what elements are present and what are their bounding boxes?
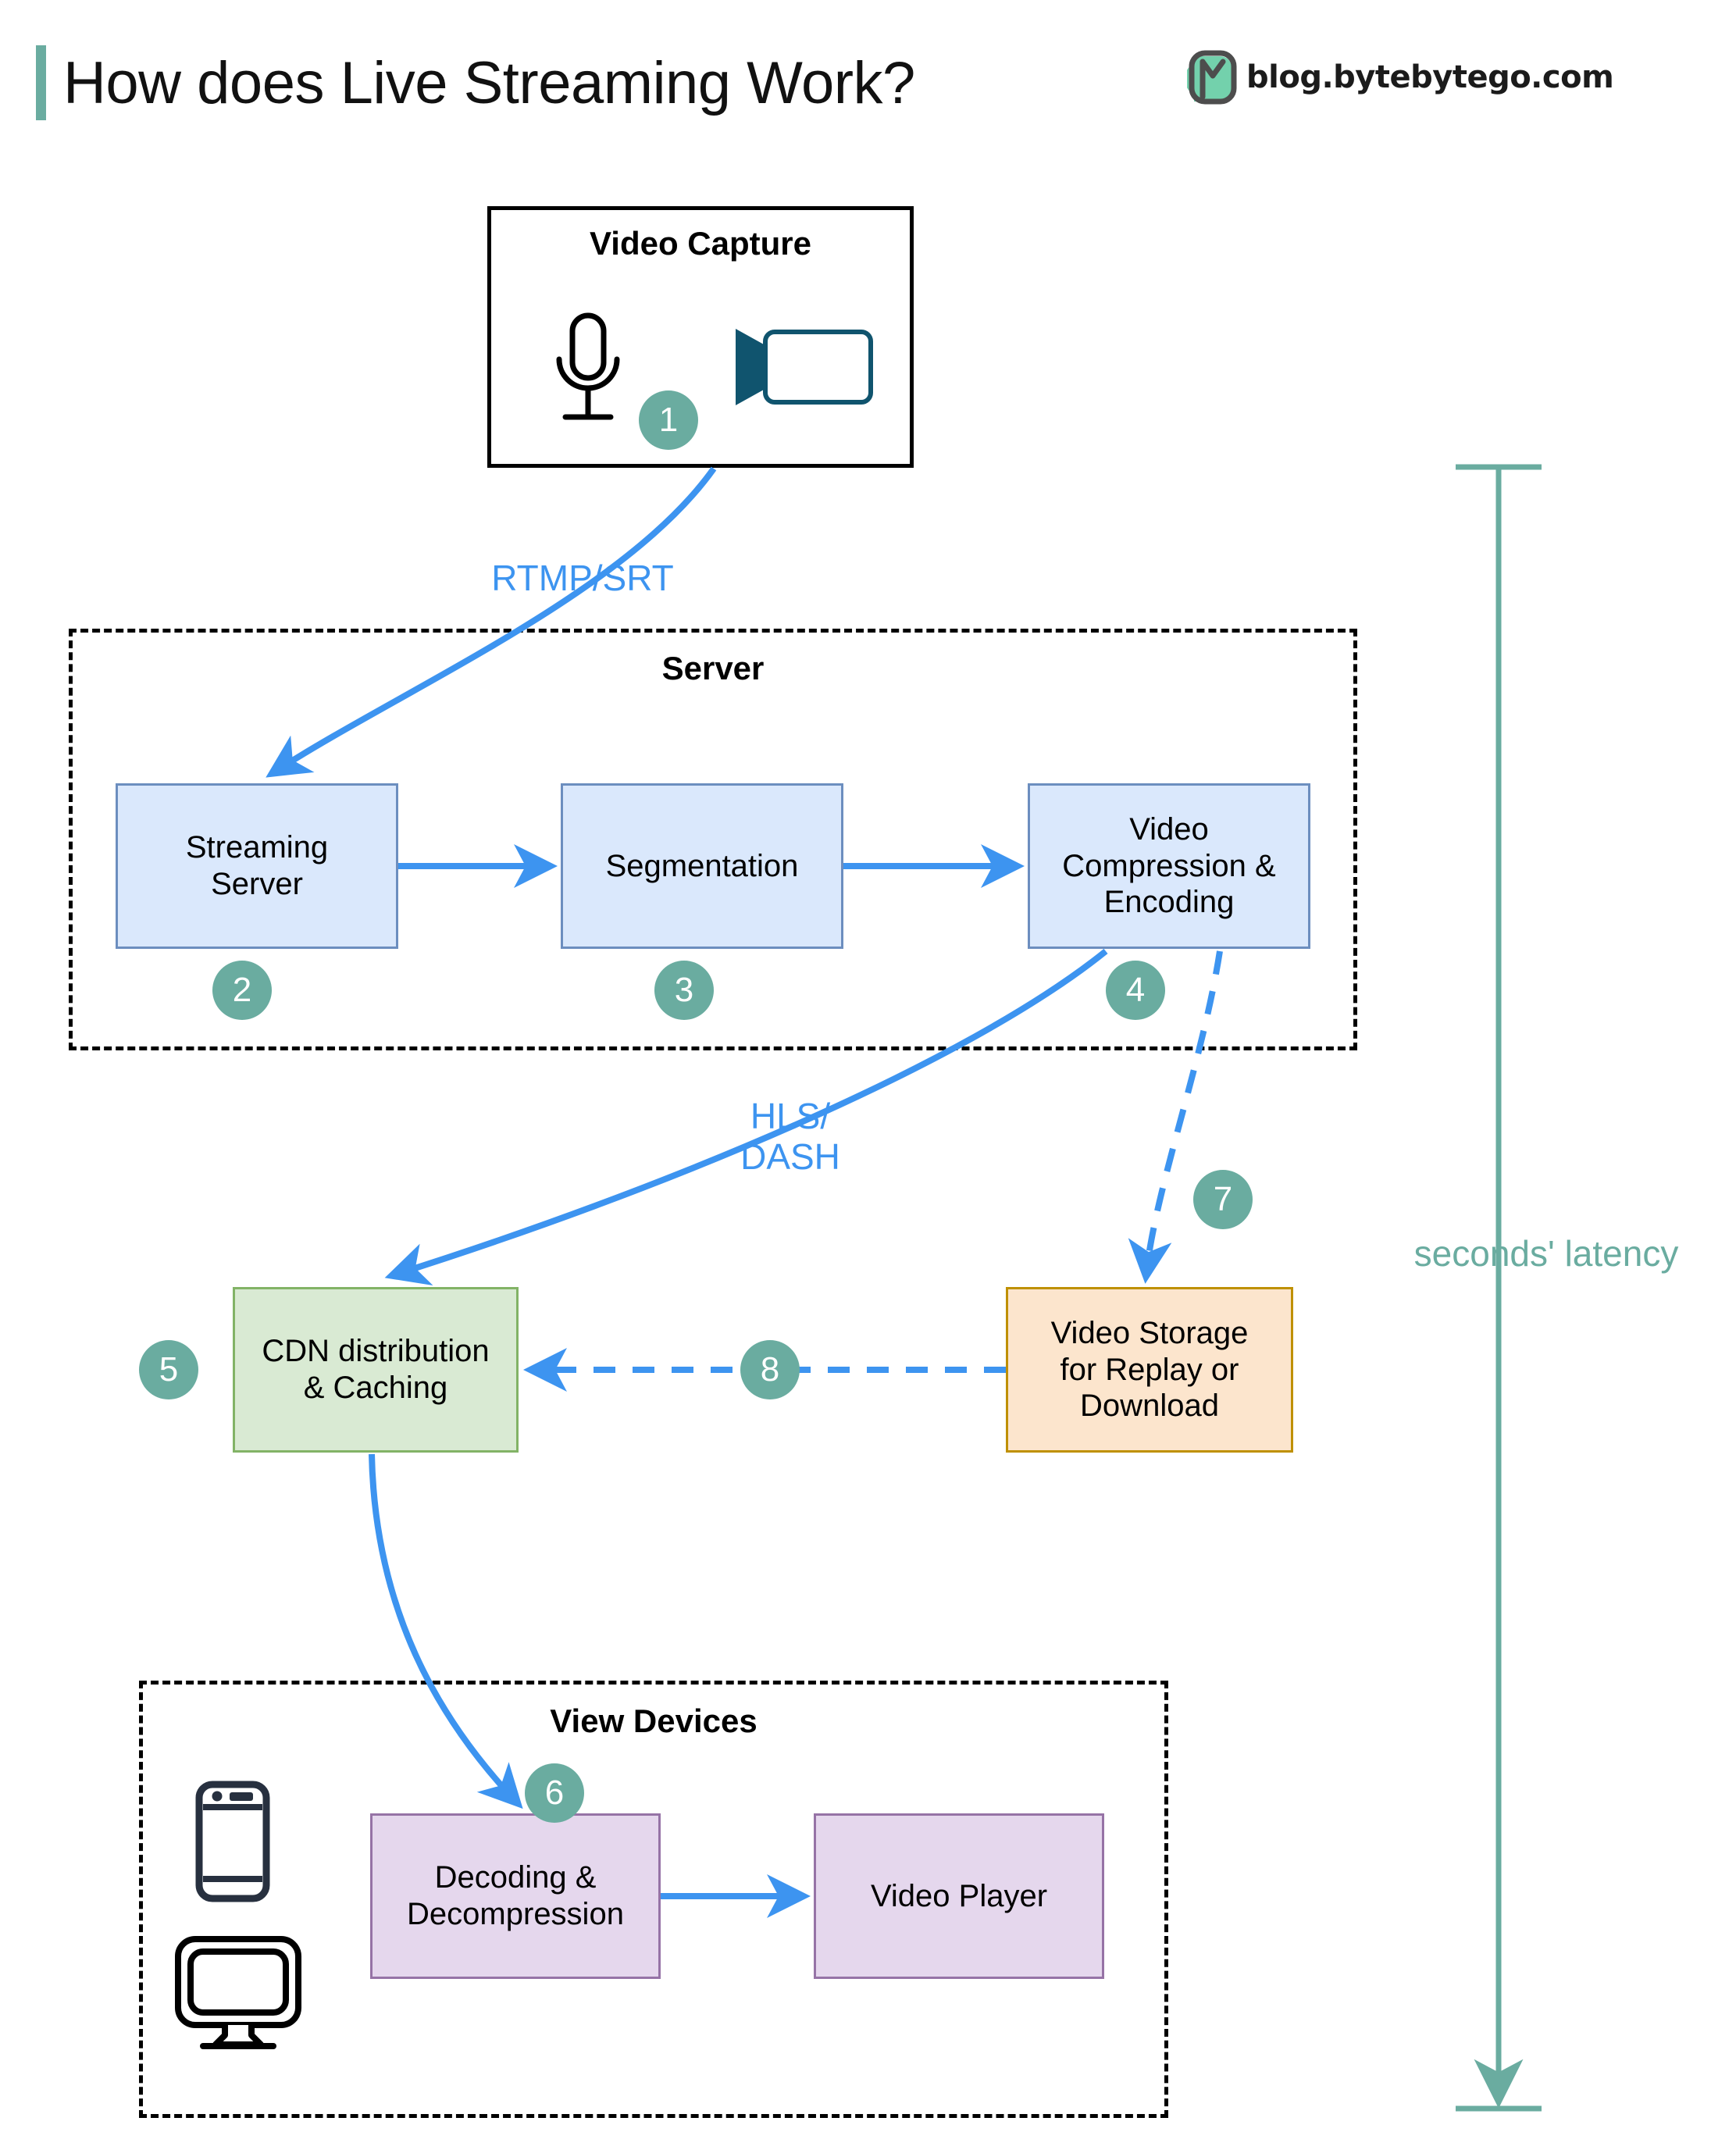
badge-step-3-number: 3	[674, 971, 694, 1009]
badge-step-6-number: 6	[544, 1774, 565, 1812]
title-accent-bar	[36, 45, 46, 120]
badge-step-4-number: 4	[1125, 971, 1146, 1009]
group-view-devices	[139, 1681, 1168, 2118]
node-video-player[interactable]: Video Player	[814, 1813, 1104, 1979]
node-cdn-distribution[interactable]: CDN distribution& Caching	[233, 1287, 519, 1453]
badge-step-8: 8	[740, 1340, 800, 1399]
title-text: How does Live Streaming Work?	[63, 49, 915, 116]
badge-step-6: 6	[525, 1763, 584, 1823]
group-server-title: Server	[661, 650, 765, 686]
node-segmentation[interactable]: Segmentation	[561, 783, 843, 949]
badge-step-2-number: 2	[232, 971, 252, 1009]
badge-step-4: 4	[1106, 961, 1165, 1020]
brand-watermark: blog.bytebytego.com	[1187, 48, 1614, 106]
badge-step-7-number: 7	[1213, 1180, 1233, 1218]
group-view-devices-title: View Devices	[550, 1702, 757, 1739]
node-segmentation-label: Segmentation	[605, 848, 799, 883]
video-camera-icon	[718, 324, 875, 410]
badge-step-1-number: 1	[658, 401, 679, 439]
edge-label-rtmp-srt: RTMP/SRT	[491, 558, 674, 598]
latency-annotation: seconds' latency	[1413, 1233, 1679, 1274]
node-video-player-label: Video Player	[870, 1878, 1048, 1913]
microphone-icon	[545, 311, 631, 428]
node-cdn-distribution-label: CDN distribution& Caching	[262, 1334, 490, 1405]
group-video-capture-title: Video Capture	[590, 225, 811, 262]
badge-step-3: 3	[654, 961, 714, 1020]
badge-step-5: 5	[139, 1340, 198, 1399]
badge-step-1: 1	[639, 390, 698, 450]
node-decoding-label: Decoding &Decompression	[407, 1860, 624, 1931]
edge-label-hls-dash: HLS/DASH	[740, 1096, 840, 1177]
badge-step-2: 2	[212, 961, 272, 1020]
bytebytego-logo-icon	[1187, 50, 1237, 105]
brand-text: blog.bytebytego.com	[1246, 59, 1614, 95]
badge-step-5-number: 5	[159, 1350, 179, 1389]
group-video-capture	[487, 206, 914, 468]
mobile-phone-icon	[195, 1781, 270, 1902]
desktop-monitor-icon	[173, 1935, 303, 2052]
badge-step-7: 7	[1193, 1170, 1253, 1229]
badge-step-8-number: 8	[760, 1350, 780, 1389]
node-decoding[interactable]: Decoding &Decompression	[370, 1813, 661, 1979]
page-title: How does Live Streaming Work?	[36, 41, 1129, 125]
